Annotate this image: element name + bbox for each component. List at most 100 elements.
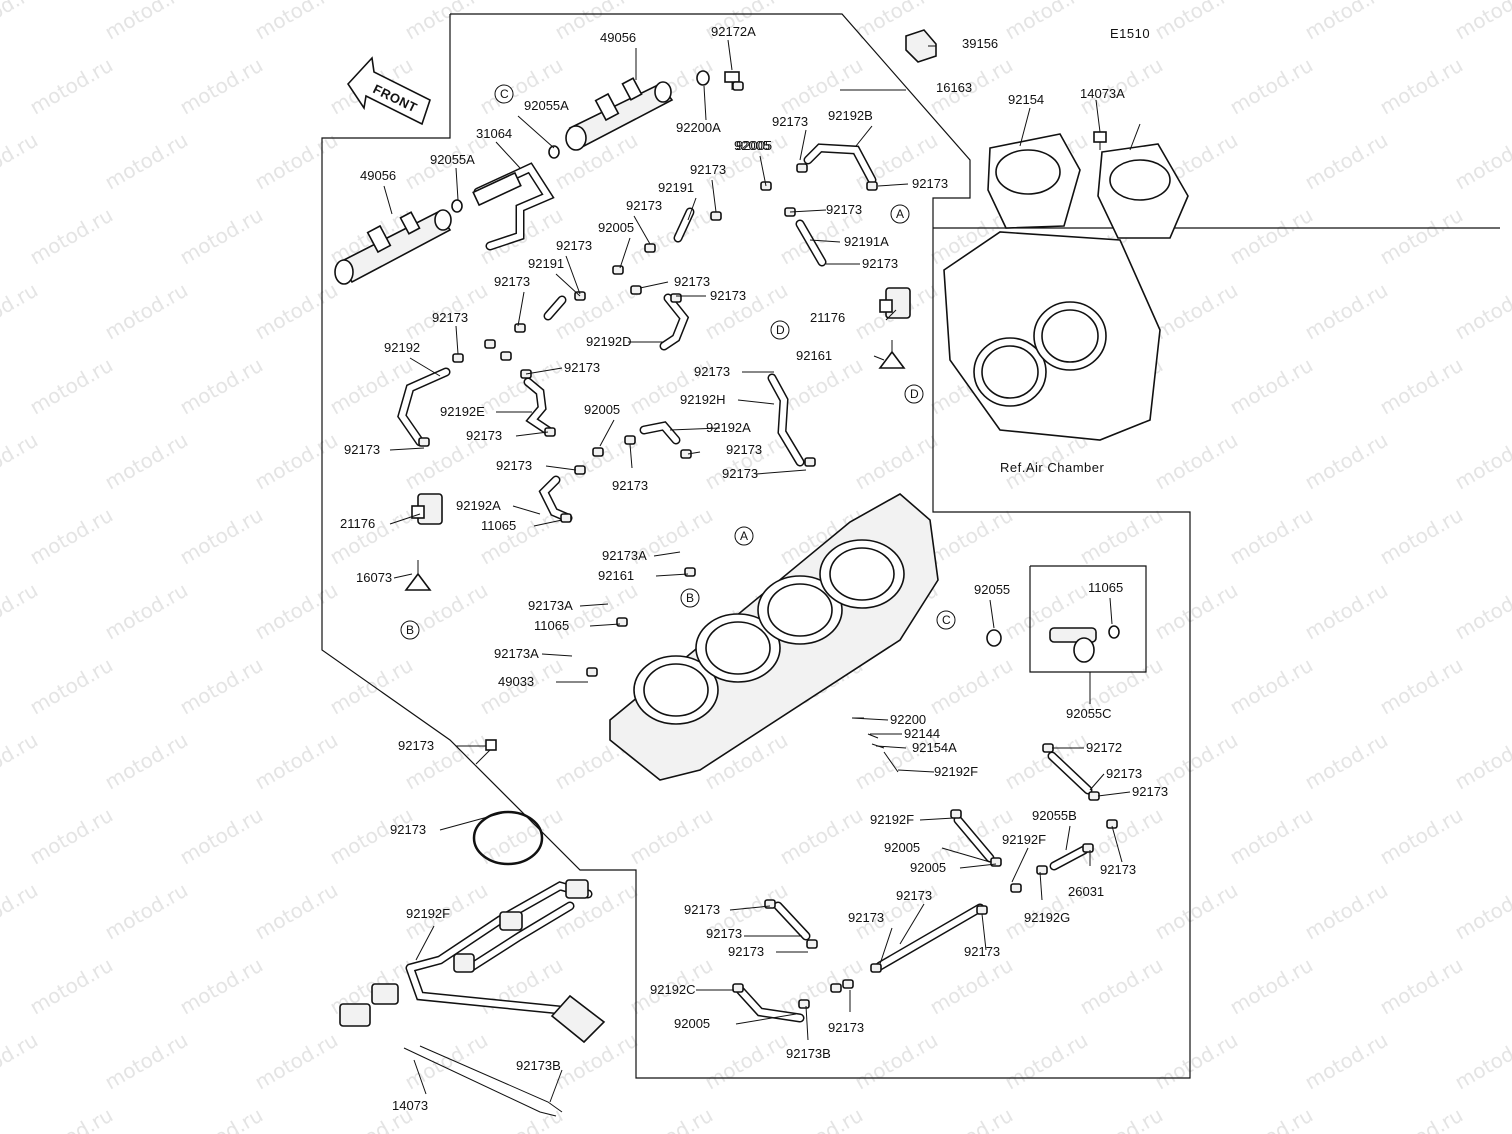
leader-line: [525, 367, 563, 375]
diagram-code: E1510: [1110, 26, 1150, 41]
watermark-text: motod.ru: [1301, 728, 1392, 795]
part-label-l14: 92173: [690, 162, 726, 177]
ref-air-chamber-label: Ref.Air Chamber: [1000, 460, 1104, 475]
watermark-text: motod.ru: [1226, 353, 1317, 420]
watermark-text: motod.ru: [101, 428, 192, 495]
part-label-l68: 92173: [390, 822, 426, 837]
watermark-text: motod.ru: [1151, 0, 1242, 44]
hose-clamps: [418, 81, 1118, 1009]
hose-clamp: [612, 265, 624, 275]
hose-clamp: [1088, 791, 1100, 801]
vacuum-hoses: [397, 143, 1093, 1023]
watermark-text: motod.ru: [1226, 953, 1317, 1020]
leader-line: [639, 281, 669, 289]
watermark-text: motod.ru: [0, 878, 42, 945]
throttle-bore-inner: [829, 547, 895, 601]
leader-line: [579, 603, 609, 607]
watermark-text: motod.ru: [1376, 953, 1467, 1020]
leader-lines: [383, 39, 1141, 1103]
watermark-text: motod.ru: [1076, 1103, 1167, 1134]
part-label-l43: 21176: [340, 516, 375, 531]
hose-clamp: [710, 211, 722, 221]
part-label-l16: 92005: [736, 138, 772, 153]
leader-line: [919, 817, 955, 821]
watermark-text: motod.ru: [101, 728, 192, 795]
leader-line: [512, 505, 541, 515]
leader-line: [541, 653, 573, 657]
hose-clamp: [804, 457, 816, 467]
leader-line: [413, 1059, 427, 1095]
circle-ref-letter: A: [740, 529, 748, 543]
hose-clamp: [732, 81, 744, 91]
part-label-l62: 92173: [1106, 766, 1142, 781]
part-label-l87: 14073A: [1080, 86, 1125, 101]
air-chamber-reference: Ref.Air Chamber: [943, 133, 1189, 475]
leader-line: [899, 903, 925, 945]
leader-line: [653, 551, 681, 557]
circle-ref-c5: [680, 588, 700, 608]
watermark-text: motod.ru: [26, 803, 117, 870]
injector-group: [986, 565, 1147, 673]
watermark-text: motod.ru: [101, 878, 192, 945]
watermark-text: motod.ru: [1301, 578, 1392, 645]
hose-clamp: [1106, 819, 1118, 829]
hose-clamp: [842, 979, 854, 989]
hose-clamp: [1010, 883, 1022, 893]
part-label-l82: 92173: [828, 1020, 864, 1035]
part-label-l0: 49056: [600, 30, 636, 45]
leader-line: [735, 1013, 797, 1025]
part-label-l44: 92173: [612, 478, 648, 493]
leader-line: [393, 573, 413, 579]
leader-line: [737, 399, 775, 405]
hose-clamp: [950, 809, 962, 819]
watermark-text: motod.ru: [0, 128, 42, 195]
watermark-text: motod.ru: [326, 503, 417, 570]
watermark-text: motod.ru: [101, 278, 192, 345]
part-label-l18: 92191A: [844, 234, 889, 249]
leader-line: [1097, 791, 1131, 797]
part-label-l27: 21176: [810, 310, 845, 325]
part-label-l40: 92173: [496, 458, 532, 473]
watermark-text: motod.ru: [1151, 428, 1242, 495]
hose-clamp: [1036, 865, 1048, 875]
watermark-text: motod.ru: [701, 428, 792, 495]
circle-ref-letter: C: [500, 87, 509, 101]
leader-line: [941, 847, 991, 863]
part-label-l46: 92173A: [602, 548, 647, 563]
watermark-text: motod.ru: [1226, 803, 1317, 870]
watermark-text: motod.ru: [1226, 503, 1317, 570]
circle-ref-c1: [890, 204, 910, 224]
leader-line: [655, 573, 689, 577]
watermark-text: motod.ru: [626, 803, 717, 870]
part-label-l83: 92173B: [786, 1046, 831, 1061]
watermark-text: motod.ru: [701, 1028, 792, 1095]
part-label-l13: 92191: [658, 180, 694, 195]
part-label-l33: 92192H: [680, 392, 726, 407]
circle-ref-c7: [400, 620, 420, 640]
fuel-hose-31064: [472, 162, 555, 251]
watermark-text: motod.ru: [101, 1028, 192, 1095]
part-label-l47: 92161: [598, 568, 634, 583]
watermark-text: motod.ru: [251, 878, 342, 945]
watermark-text: motod.ru: [176, 503, 267, 570]
sensor-lower: [404, 493, 443, 591]
leader-line: [805, 1005, 809, 1041]
leader-line: [1089, 773, 1105, 791]
part-label-l22: 92173: [674, 274, 710, 289]
watermark-text: motod.ru: [476, 353, 567, 420]
hose-clamp: [630, 285, 642, 295]
part-label-l5: 92200A: [676, 120, 721, 135]
leader-line: [555, 273, 581, 297]
part-label-l84: 92173B: [516, 1058, 561, 1073]
part-label-l74: 92173: [848, 910, 884, 925]
circle-ref-letter: D: [776, 323, 785, 337]
throttle-body-assembly: [609, 493, 939, 781]
watermark-text: motod.ru: [176, 1103, 267, 1134]
part-label-l85: 14073: [392, 1098, 428, 1113]
leader-line: [455, 167, 459, 201]
watermark-text: motod.ru: [26, 953, 117, 1020]
hose-clamp: [976, 905, 988, 915]
part-label-l36: 92192A: [706, 420, 751, 435]
part-label-l6: 31064: [476, 126, 512, 141]
watermark-text: motod.ru: [1376, 203, 1467, 270]
